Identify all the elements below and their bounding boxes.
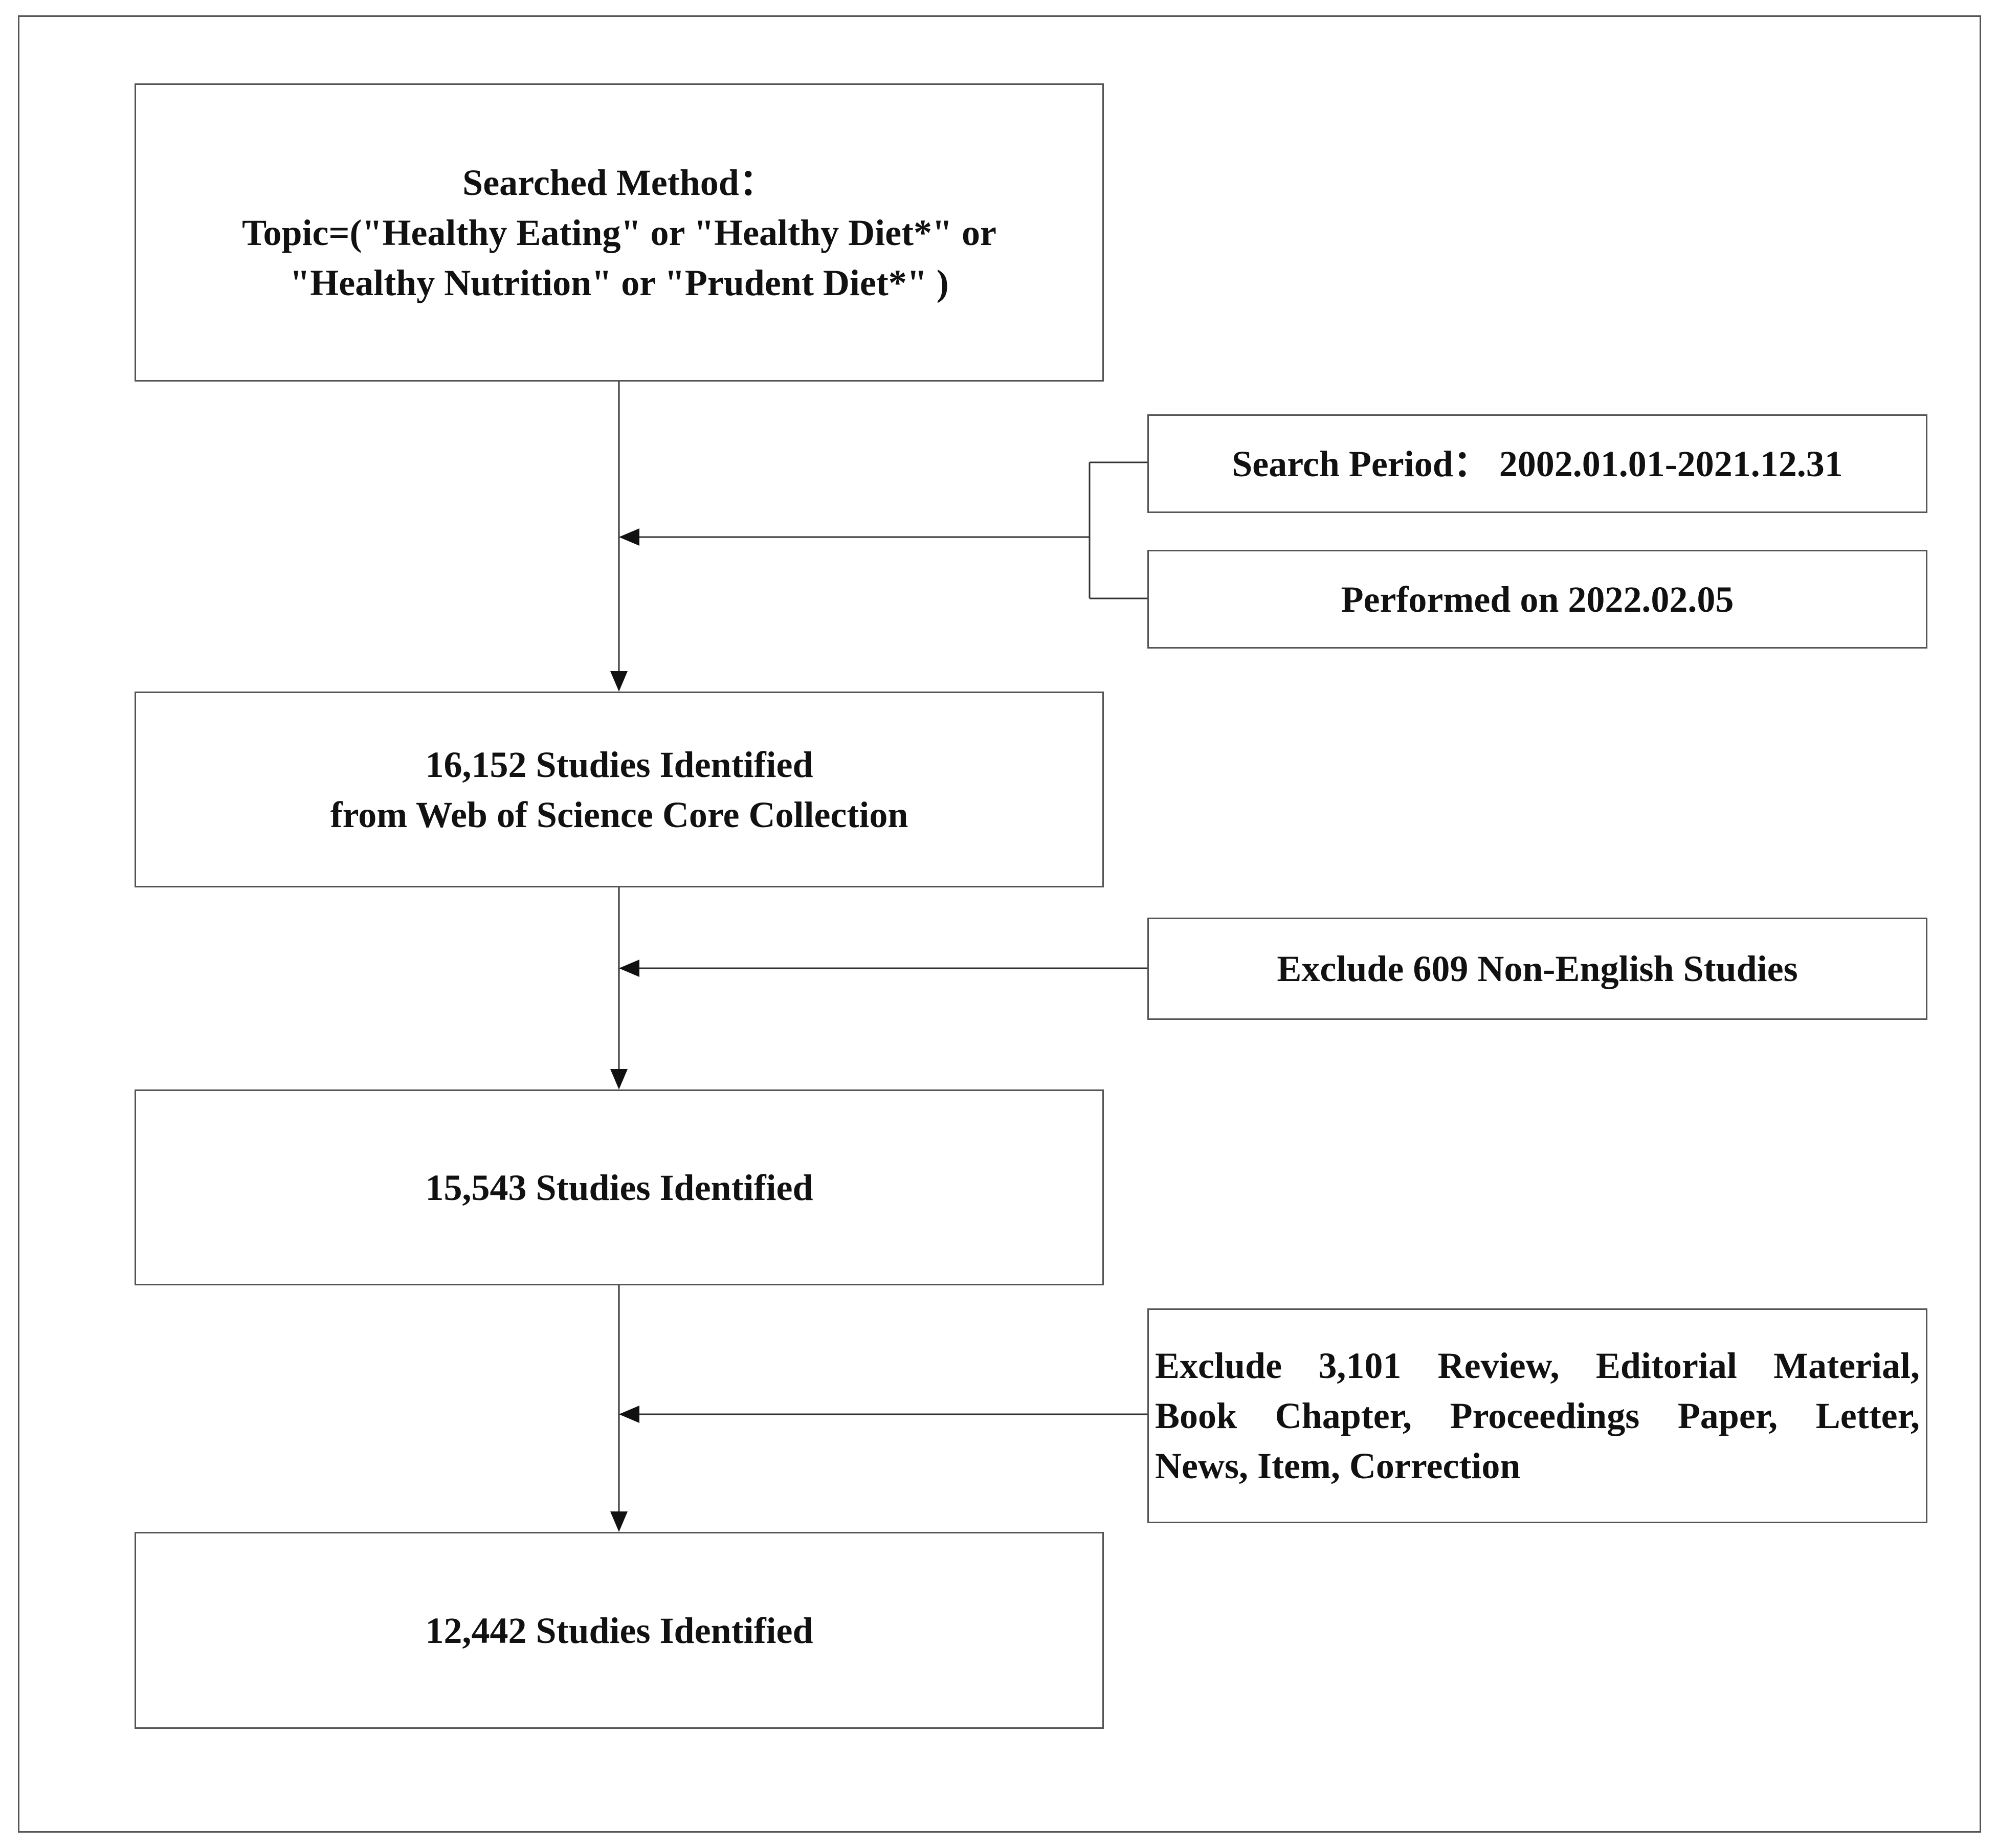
identified-16152-line-2: from Web of Science Core Collection <box>330 794 908 835</box>
arrowhead-left-2 <box>619 960 639 977</box>
exclude-document-types-line-2: Book Chapter, Proceedings Paper, Letter, <box>1155 1395 1920 1436</box>
arrowhead-left-1 <box>619 528 639 546</box>
identified-12442-label: 12,442 Studies Identified <box>425 1610 813 1651</box>
performed-on-label: Performed on 2022.02.05 <box>1341 578 1734 620</box>
identified-15543-box: 15,543 Studies Identified <box>135 1089 1104 1285</box>
identified-16152-box: 16,152 Studies Identified from Web of Sc… <box>135 692 1104 887</box>
search-topic-line-1: Topic=("Healthy Eating" or "Healthy Diet… <box>242 212 996 253</box>
search-period-box: Search Period： 2002.01.01-2021.12.31 <box>1147 414 1927 513</box>
identified-12442-box: 12,442 Studies Identified <box>135 1532 1104 1729</box>
exclude-document-types-line-1: Exclude 3,101 Review, Editorial Material… <box>1155 1345 1920 1386</box>
identified-16152-line-1: 16,152 Studies Identified <box>425 744 813 785</box>
arrowhead-down-1 <box>610 671 628 692</box>
exclude-non-english-label: Exclude 609 Non-English Studies <box>1277 948 1798 989</box>
performed-on-box: Performed on 2022.02.05 <box>1147 550 1927 649</box>
search-method-heading: Searched Method： <box>462 162 776 203</box>
figure-frame <box>18 15 1981 1833</box>
arrowhead-down-2 <box>610 1069 628 1089</box>
search-period-label: Search Period： 2002.01.01-2021.12.31 <box>1232 443 1843 484</box>
search-topic-line-2: "Healthy Nutrition" or "Prudent Diet*" ) <box>290 262 949 303</box>
exclude-document-types-line-3: News, Item, Correction <box>1155 1445 1521 1486</box>
arrowhead-down-3 <box>610 1511 628 1532</box>
exclude-non-english-box: Exclude 609 Non-English Studies <box>1147 918 1927 1020</box>
identified-15543-label: 15,543 Studies Identified <box>425 1167 813 1208</box>
search-method-box: Searched Method： Topic=("Healthy Eating"… <box>135 83 1104 382</box>
arrowhead-left-3 <box>619 1406 639 1423</box>
exclude-document-types-box: Exclude 3,101 Review, Editorial Material… <box>1147 1308 1927 1523</box>
